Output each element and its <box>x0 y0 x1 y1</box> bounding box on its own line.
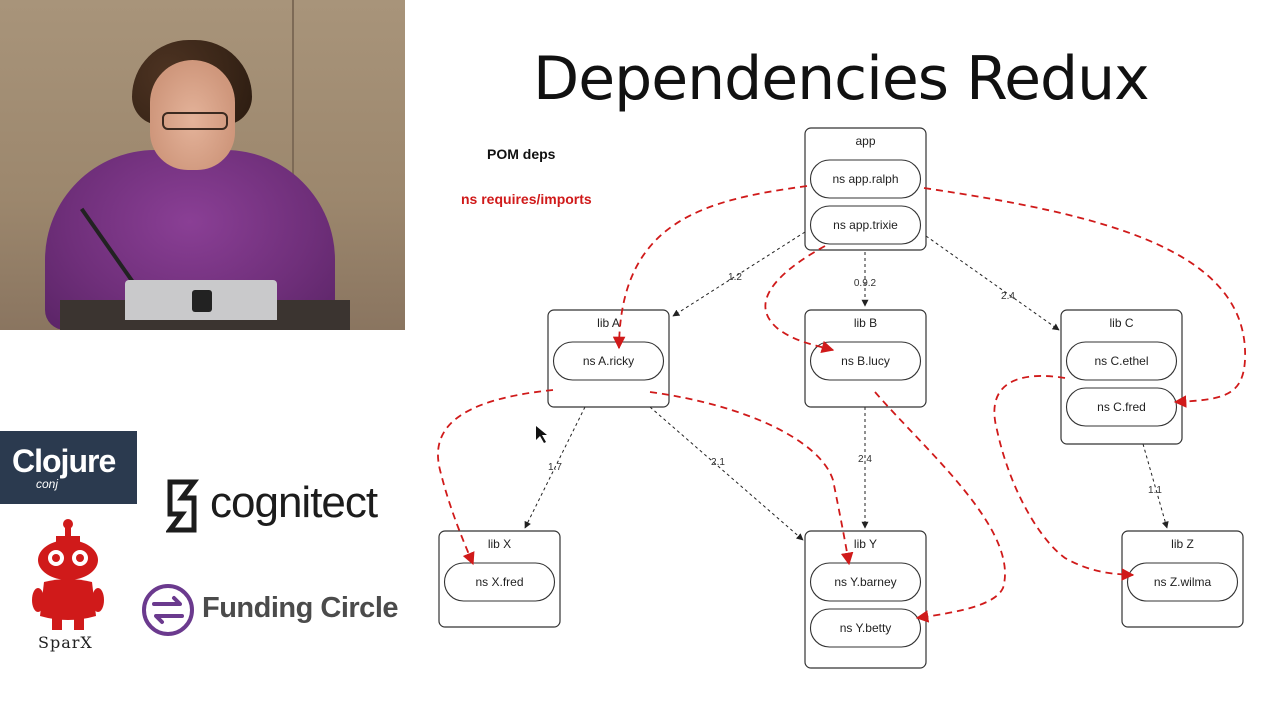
pom-edge-libc-libz: 1.1 <box>1142 443 1169 529</box>
pom-edge-version-label: 2.4 <box>1001 291 1015 302</box>
sparx-logo-text: SparX <box>38 633 93 652</box>
ns-label-ns-b-lucy: ns B.lucy <box>841 354 890 368</box>
node-title: lib B <box>854 316 877 330</box>
ns-pill <box>1126 562 1239 602</box>
ns-pill <box>443 562 556 602</box>
pom-edges-layer: 1.2 0.9.2 2.4 1.7 2.1 2.4 1.1 <box>524 231 1169 541</box>
cognitect-mark-icon <box>166 479 199 533</box>
pom-edge-liba-liby: 2.1 <box>649 406 804 541</box>
node-title: lib Y <box>854 537 877 551</box>
ns-pill <box>809 562 922 602</box>
nodes-layer: app ns app.ralph ns app.trixie lib A ns A.ri… <box>438 127 1244 669</box>
clojure-conj-logo: Clojure conj <box>0 431 137 504</box>
node-libB: lib B ns B.lucy <box>804 309 927 408</box>
pom-edge-version-label: 2.4 <box>858 454 872 465</box>
sparx-robot-icon <box>32 519 104 630</box>
pom-edge-version-label: 2.1 <box>711 457 725 468</box>
ns-pill <box>1065 341 1178 381</box>
ns-pill <box>809 205 922 245</box>
ns-label-ns-z-wilma: ns Z.wilma <box>1154 575 1212 589</box>
ns-pill <box>809 159 922 199</box>
ns-label-ns-x-fred: ns X.fred <box>475 575 523 589</box>
pom-edge-libb-liby: 2.4 <box>858 407 872 529</box>
speaker-glasses <box>162 112 228 130</box>
node-app: app ns app.ralph ns app.trixie <box>804 127 927 251</box>
sparx-logo: SparX <box>30 518 110 658</box>
ns-label-ns-c-ethel: ns C.ethel <box>1094 354 1148 368</box>
ns-edge-ns-b-lucy-to-ns-y-betty <box>874 391 1006 623</box>
presentation-slide: Dependencies Redux POM deps ns requires/… <box>405 0 1280 720</box>
ns-edge-ns-a-ricky-to-ns-y-barney <box>649 391 854 566</box>
ns-pill <box>809 341 922 381</box>
ns-label-ns-a-ricky: ns A.ricky <box>583 354 634 368</box>
node-title: app <box>855 134 875 148</box>
ns-pill <box>809 608 922 648</box>
ns-edge-ns-a-ricky-to-ns-x-fred <box>437 389 554 566</box>
funding-circle-logo: Funding Circle <box>140 582 399 638</box>
clojure-logo-text: Clojure <box>12 443 116 479</box>
pom-edge-version-label: 1.2 <box>728 272 742 283</box>
pom-edge-app-libb: 0.9.2 <box>854 252 877 307</box>
ns-edge-ns-app-ralph-to-ns-c-fred <box>923 187 1246 408</box>
pom-edge-version-label: 1.1 <box>1148 485 1162 496</box>
funding-circle-mark-icon <box>142 584 194 636</box>
pom-edge-line <box>672 231 806 317</box>
legend-pom-deps: POM deps <box>487 146 556 162</box>
pom-edge-line <box>1142 443 1169 529</box>
laptop-logo-icon <box>192 290 212 312</box>
ns-edges-layer <box>437 185 1246 623</box>
ns-label-ns-y-betty: ns Y.betty <box>840 621 892 635</box>
ns-pill <box>552 341 665 381</box>
node-libX: lib X ns X.fred <box>438 530 561 628</box>
node-title: lib C <box>1109 316 1133 330</box>
pom-edge-app-liba: 1.2 <box>672 231 806 317</box>
ns-label-ns-app-ralph: ns app.ralph <box>832 172 898 186</box>
pom-edge-liba-libx: 1.7 <box>524 406 586 529</box>
cognitect-logo-text: cognitect <box>210 478 378 527</box>
pom-edge-line <box>524 406 586 529</box>
pom-edge-version-label: 1.7 <box>548 462 562 473</box>
node-title: lib A <box>597 316 620 330</box>
node-libY: lib Y ns Y.barney ns Y.betty <box>804 530 927 669</box>
legend-ns-requires: ns requires/imports <box>461 191 592 207</box>
dependency-graph: 1.2 0.9.2 2.4 1.7 2.1 2.4 1.1 app ns app.ralph n… <box>437 127 1246 669</box>
pom-edge-line <box>925 235 1060 331</box>
pom-edge-app-libc: 2.4 <box>925 235 1060 331</box>
ns-label-ns-y-barney: ns Y.barney <box>834 575 896 589</box>
ns-label-ns-c-fred: ns C.fred <box>1097 400 1146 414</box>
mouse-cursor-icon <box>536 426 547 443</box>
pom-edge-line <box>649 406 804 541</box>
conj-logo-text: conj <box>36 477 59 491</box>
pom-edge-version-label: 0.9.2 <box>854 278 877 289</box>
node-libA: lib A ns A.ricky <box>547 309 670 408</box>
node-libC: lib C ns C.ethel ns C.fred <box>1060 309 1183 445</box>
node-title: lib X <box>488 537 511 551</box>
ns-edge-ns-app-ralph-to-ns-a-ricky <box>612 185 808 350</box>
node-title: lib Z <box>1171 537 1194 551</box>
wall-seam <box>292 0 294 330</box>
node-libZ: lib Z ns Z.wilma <box>1121 530 1244 628</box>
funding-circle-logo-text: Funding Circle <box>202 592 399 624</box>
ns-label-ns-app-trixie: ns app.trixie <box>833 218 898 232</box>
speaker-video <box>0 0 405 330</box>
slide-title: Dependencies Redux <box>533 44 1150 114</box>
